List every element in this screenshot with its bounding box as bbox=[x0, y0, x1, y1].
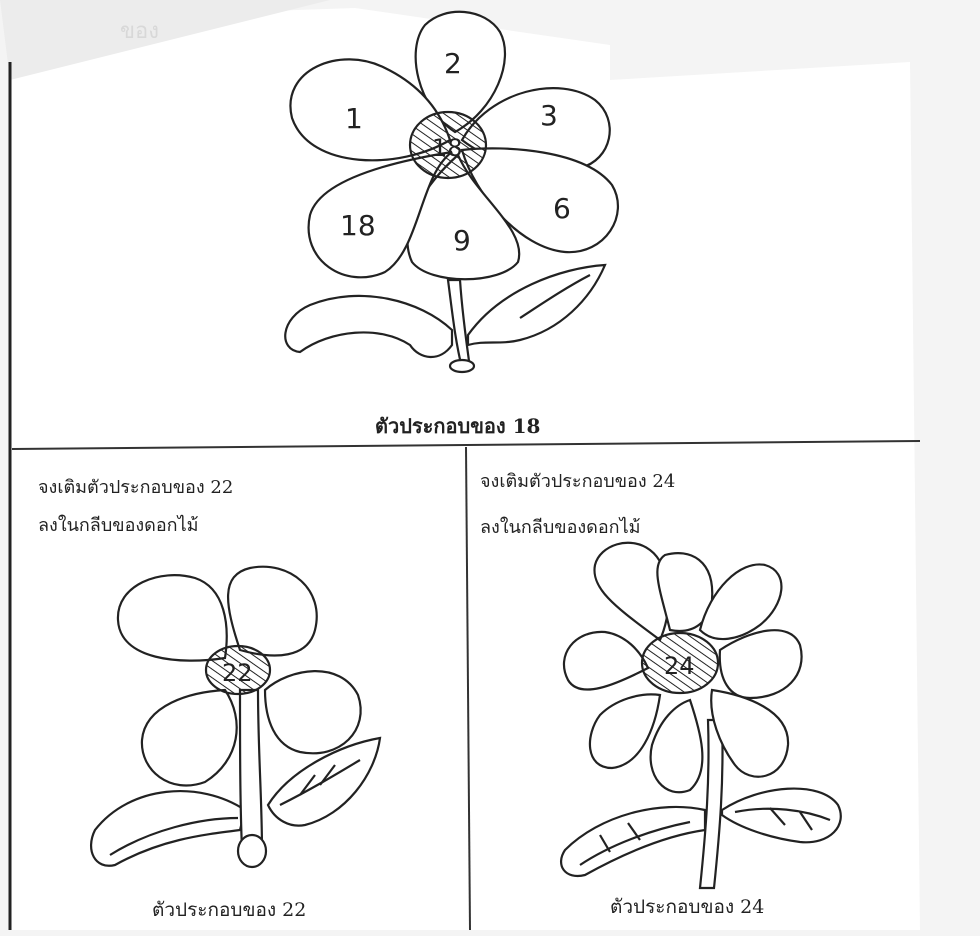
stem-22 bbox=[240, 690, 262, 850]
caption-22: ตัวประกอบของ 22 bbox=[152, 895, 306, 925]
center-label-22: 22 bbox=[222, 659, 253, 687]
caption-24: ตัวประกอบของ 24 bbox=[610, 892, 764, 922]
petal-label-3: 3 bbox=[540, 99, 558, 132]
petal-22-right bbox=[265, 671, 361, 753]
center-label-18: 18 bbox=[432, 134, 463, 162]
instruction-22-line1: จงเติมตัวประกอบของ 22 bbox=[38, 472, 233, 501]
petal-label-2: 2 bbox=[444, 47, 462, 80]
petal-label-9: 9 bbox=[453, 224, 471, 257]
instruction-24-line1: จงเติมตัวประกอบของ 24 bbox=[480, 466, 675, 495]
instruction-24-line2: ลงในกลีบของดอกไม้ bbox=[480, 512, 641, 541]
petal-label-18: 18 bbox=[340, 209, 376, 242]
petal-label-6: 6 bbox=[553, 192, 571, 225]
instruction-22-line2: ลงในกลีบของดอกไม้ bbox=[38, 510, 199, 539]
petal-22-top-left bbox=[118, 575, 227, 660]
caption-18: ตัวประกอบของ 18 bbox=[375, 410, 540, 442]
petal-label-1: 1 bbox=[345, 102, 363, 135]
center-label-24: 24 bbox=[664, 652, 695, 680]
header-smudge: ของ bbox=[120, 19, 159, 44]
